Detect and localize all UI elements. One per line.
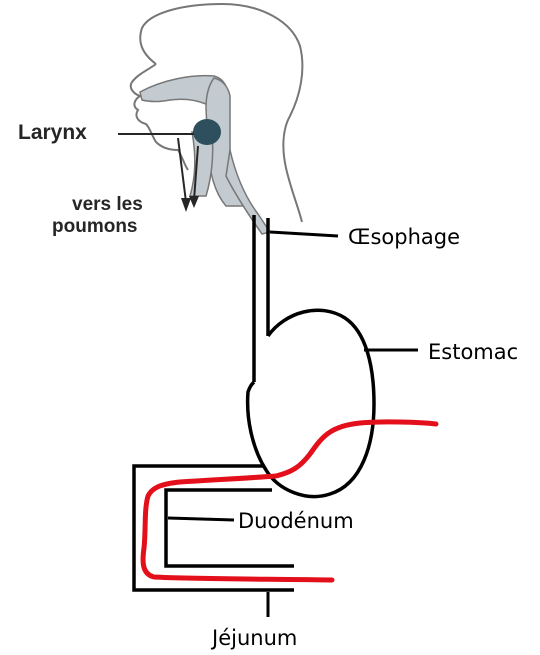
estomac-label: Estomac bbox=[428, 340, 518, 364]
duodenum-leader-line bbox=[168, 518, 234, 520]
head-illustration bbox=[131, 4, 303, 234]
stomach-outline bbox=[248, 310, 374, 496]
larynx-annotation: Larynx vers les poumons bbox=[18, 121, 199, 237]
oesophage-label: Œsophage bbox=[348, 225, 460, 249]
esophagus-leader-line bbox=[270, 232, 338, 236]
jejunum-label: Jéjunum bbox=[210, 626, 297, 650]
vers-les-label: vers les bbox=[72, 194, 143, 215]
red-path-line bbox=[143, 422, 436, 580]
lung-arrow-left-head bbox=[181, 198, 191, 212]
lung-arrow-right-head bbox=[189, 196, 199, 208]
duodenum-tube: Duodénum Jéjunum bbox=[134, 466, 354, 650]
stomach: Estomac bbox=[248, 310, 519, 496]
larynx-organ bbox=[193, 119, 221, 145]
larynx-label: Larynx bbox=[18, 121, 87, 144]
poumons-label: poumons bbox=[52, 216, 138, 237]
duodenum-label: Duodénum bbox=[238, 509, 354, 533]
lung-arrow-left bbox=[178, 138, 186, 202]
